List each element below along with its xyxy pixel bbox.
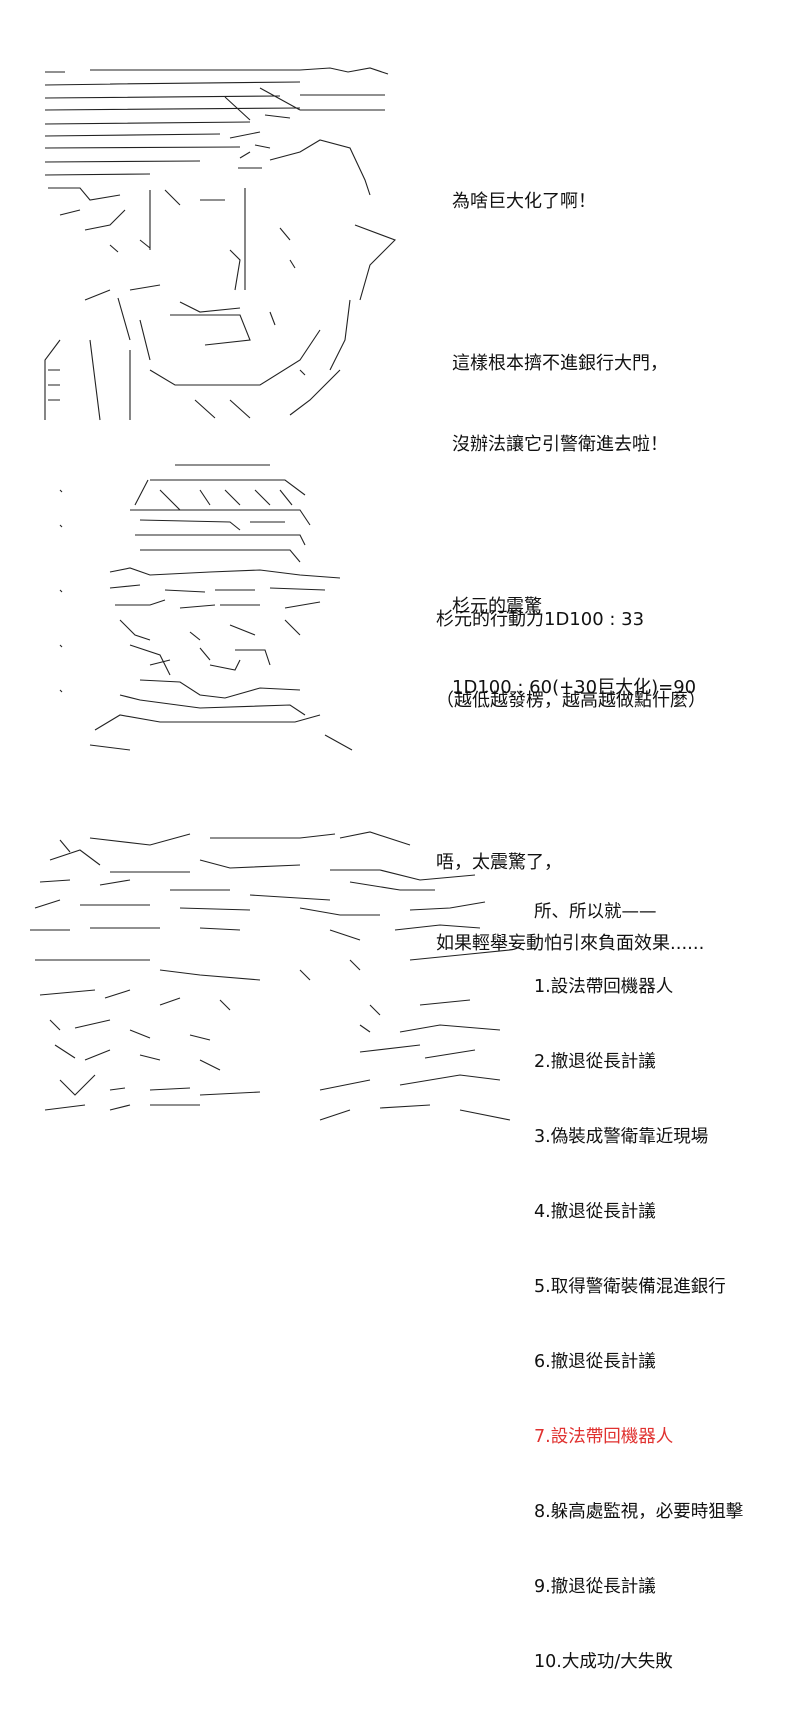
panel2-dialogue: 杉元的行動力1D100 : 33 （越低越發楞，越高越做點什麼） 唔，太震驚了，… [436, 552, 706, 1011]
option-item: 10.大成功/大失敗 [534, 1652, 673, 1672]
dice-roll-label: 杉元的震驚 [452, 596, 542, 617]
option-item: 8.躲高處監視，必要時狙擊 [534, 1502, 744, 1522]
dialogue-line: 這樣根本擠不進銀行大門， [452, 353, 668, 374]
options-heading: 所、所以就—— [534, 902, 657, 922]
dice-roll-note: （越低越發楞，越高越做點什麼） [436, 690, 706, 711]
option-item: 6.撤退從長計議 [534, 1352, 656, 1372]
ascii-art-hands [30, 831, 511, 1121]
panel1-dialogue: 為啥巨大化了啊！ 這樣根本擠不進銀行大門， 沒辦法讓它引警衛進去啦！ 杉元的震驚… [452, 134, 696, 755]
ascii-art-shocked-face [44, 67, 396, 421]
option-item: 4.撤退從長計議 [534, 1202, 656, 1222]
panel-shocked-face: 為啥巨大化了啊！ 這樣根本擠不進銀行大門， 沒辦法讓它引警衛進去啦！ 杉元的震驚… [0, 40, 800, 698]
dialogue-line [452, 269, 696, 296]
dialogue-line: 為啥巨大化了啊！ [452, 191, 596, 212]
option-item: 5.取得警衛裝備混進銀行 [534, 1277, 726, 1297]
ascii-art-capped-face [59, 464, 353, 751]
panel-options: 所、所以就—— 1.設法帶回機器人 2.撤退從長計議 3.偽裝成警衛靠近現場 4… [0, 820, 800, 1672]
option-item: 9.撤退從長計議 [534, 1577, 656, 1597]
option-item: 2.撤退從長計議 [534, 1052, 656, 1072]
dialogue-line: 如果輕舉妄動怕引來負面效果...... [436, 933, 705, 954]
dialogue-line: 唔，太震驚了， [436, 852, 562, 873]
dice-roll-result: 杉元的行動力1D100 : 33 [436, 609, 645, 630]
panel-thinking-face: 杉元的行動力1D100 : 33 （越低越發楞，越高越做點什麼） 唔，太震驚了，… [0, 450, 800, 954]
dialogue-line: 沒辦法讓它引警衛進去啦！ [452, 434, 668, 455]
option-item: 3.偽裝成警衛靠近現場 [534, 1127, 709, 1147]
dice-roll-result: 1D100 : 60(+30巨大化)=90 [452, 677, 697, 698]
dialogue-line [436, 768, 706, 795]
option-item-highlighted: 7.設法帶回機器人 [534, 1427, 674, 1447]
options-list: 所、所以就—— 1.設法帶回機器人 2.撤退從長計議 3.偽裝成警衛靠近現場 4… [534, 850, 743, 1725]
option-item: 1.設法帶回機器人 [534, 977, 674, 997]
